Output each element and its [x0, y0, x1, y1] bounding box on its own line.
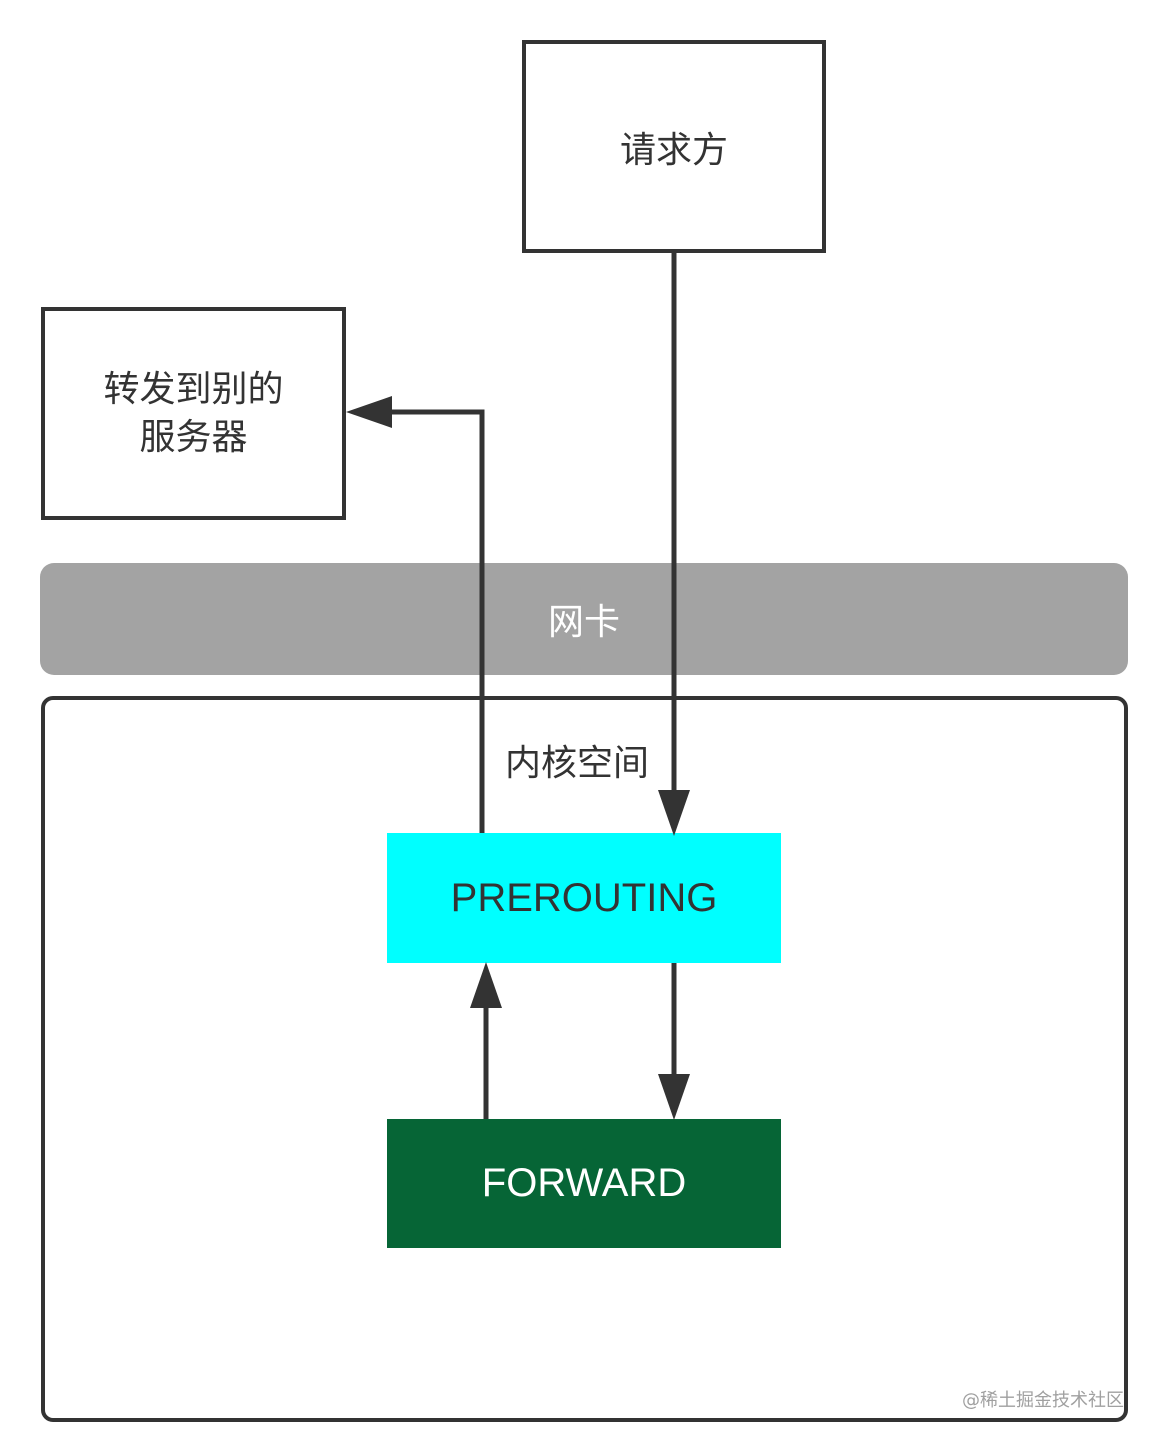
forward-target-label-line2: 服务器: [139, 416, 248, 458]
watermark: @稀土掘金技术社区: [962, 1390, 1124, 1411]
requester-box: 请求方: [522, 40, 826, 253]
forward-target-label-line1: 转发到别的: [103, 368, 284, 410]
prerouting-chain: PREROUTING: [387, 833, 781, 963]
forward-target-box: 转发到别的 服务器: [41, 307, 346, 520]
prerouting-label: PREROUTING: [450, 875, 718, 920]
requester-label: 请求方: [619, 129, 728, 171]
nic-label: 网卡: [547, 602, 620, 643]
forward-chain: FORWARD: [387, 1119, 781, 1248]
kernel-space-container: [41, 696, 1128, 1422]
kernel-space-label: 内核空间: [505, 743, 650, 784]
nic-bar: 网卡: [40, 563, 1128, 675]
forward-label: FORWARD: [481, 1161, 687, 1205]
